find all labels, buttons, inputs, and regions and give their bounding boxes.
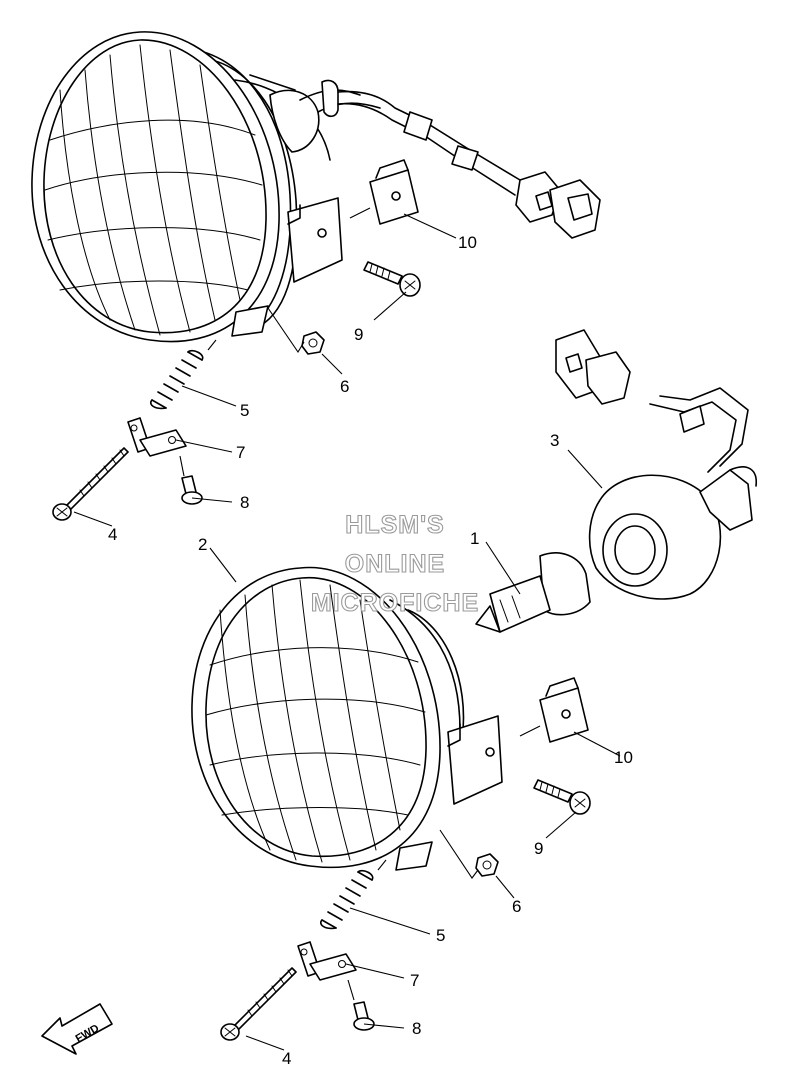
callout-2: 2: [198, 535, 207, 554]
bracket-upper: [127, 417, 187, 457]
watermark-line-3: MICROFICHE: [311, 589, 479, 617]
long-screw-upper: [52, 447, 129, 521]
callout-1: 1: [470, 529, 479, 548]
callout-9-lower: 9: [534, 839, 543, 858]
callout-8-upper: 8: [240, 493, 249, 512]
fwd-arrow-icon: FWD: [41, 1003, 113, 1055]
callout-7-lower: 7: [410, 971, 419, 990]
spring-upper: [150, 349, 204, 410]
callout-8-lower: 8: [412, 1019, 421, 1038]
headlight-upper: [31, 31, 601, 343]
callout-5-upper: 5: [240, 401, 249, 420]
callout-7-upper: 7: [236, 443, 245, 462]
callout-4-lower: 4: [282, 1049, 291, 1068]
callout-6-lower: 6: [512, 897, 521, 916]
callout-6-upper: 6: [340, 377, 349, 396]
small-screw-lower: [353, 1001, 375, 1031]
callout-numbers: 10 9 6 5 7 8 4 2 1 3 10 9 6 5 7 8 4: [108, 233, 633, 1068]
callout-10-upper: 10: [458, 233, 477, 252]
watermark-line-1: HLSM'S: [345, 511, 444, 539]
leader-lines: [73, 207, 621, 1051]
nut-lower: [475, 853, 499, 877]
callout-4-upper: 4: [108, 525, 117, 544]
clip-nut-lower: [539, 677, 589, 743]
nut-upper: [301, 331, 325, 355]
long-screw-lower: [220, 967, 297, 1041]
screw-lower: [533, 779, 591, 815]
bulb: [475, 552, 591, 633]
callout-5-lower: 5: [436, 926, 445, 945]
small-screw-upper: [181, 475, 203, 505]
clip-nut-upper: [369, 159, 419, 225]
bulb-socket-harness: [555, 329, 757, 600]
spring-lower: [320, 869, 374, 930]
watermark-line-2: ONLINE: [345, 550, 445, 578]
screw-upper: [363, 261, 421, 297]
callout-3: 3: [550, 431, 559, 450]
watermark: HLSM'S ONLINE MICROFICHE: [310, 510, 479, 617]
headlight-lower: [191, 566, 503, 871]
callout-10-lower: 10: [614, 748, 633, 767]
bracket-lower: [297, 941, 357, 981]
callout-9-upper: 9: [354, 325, 363, 344]
